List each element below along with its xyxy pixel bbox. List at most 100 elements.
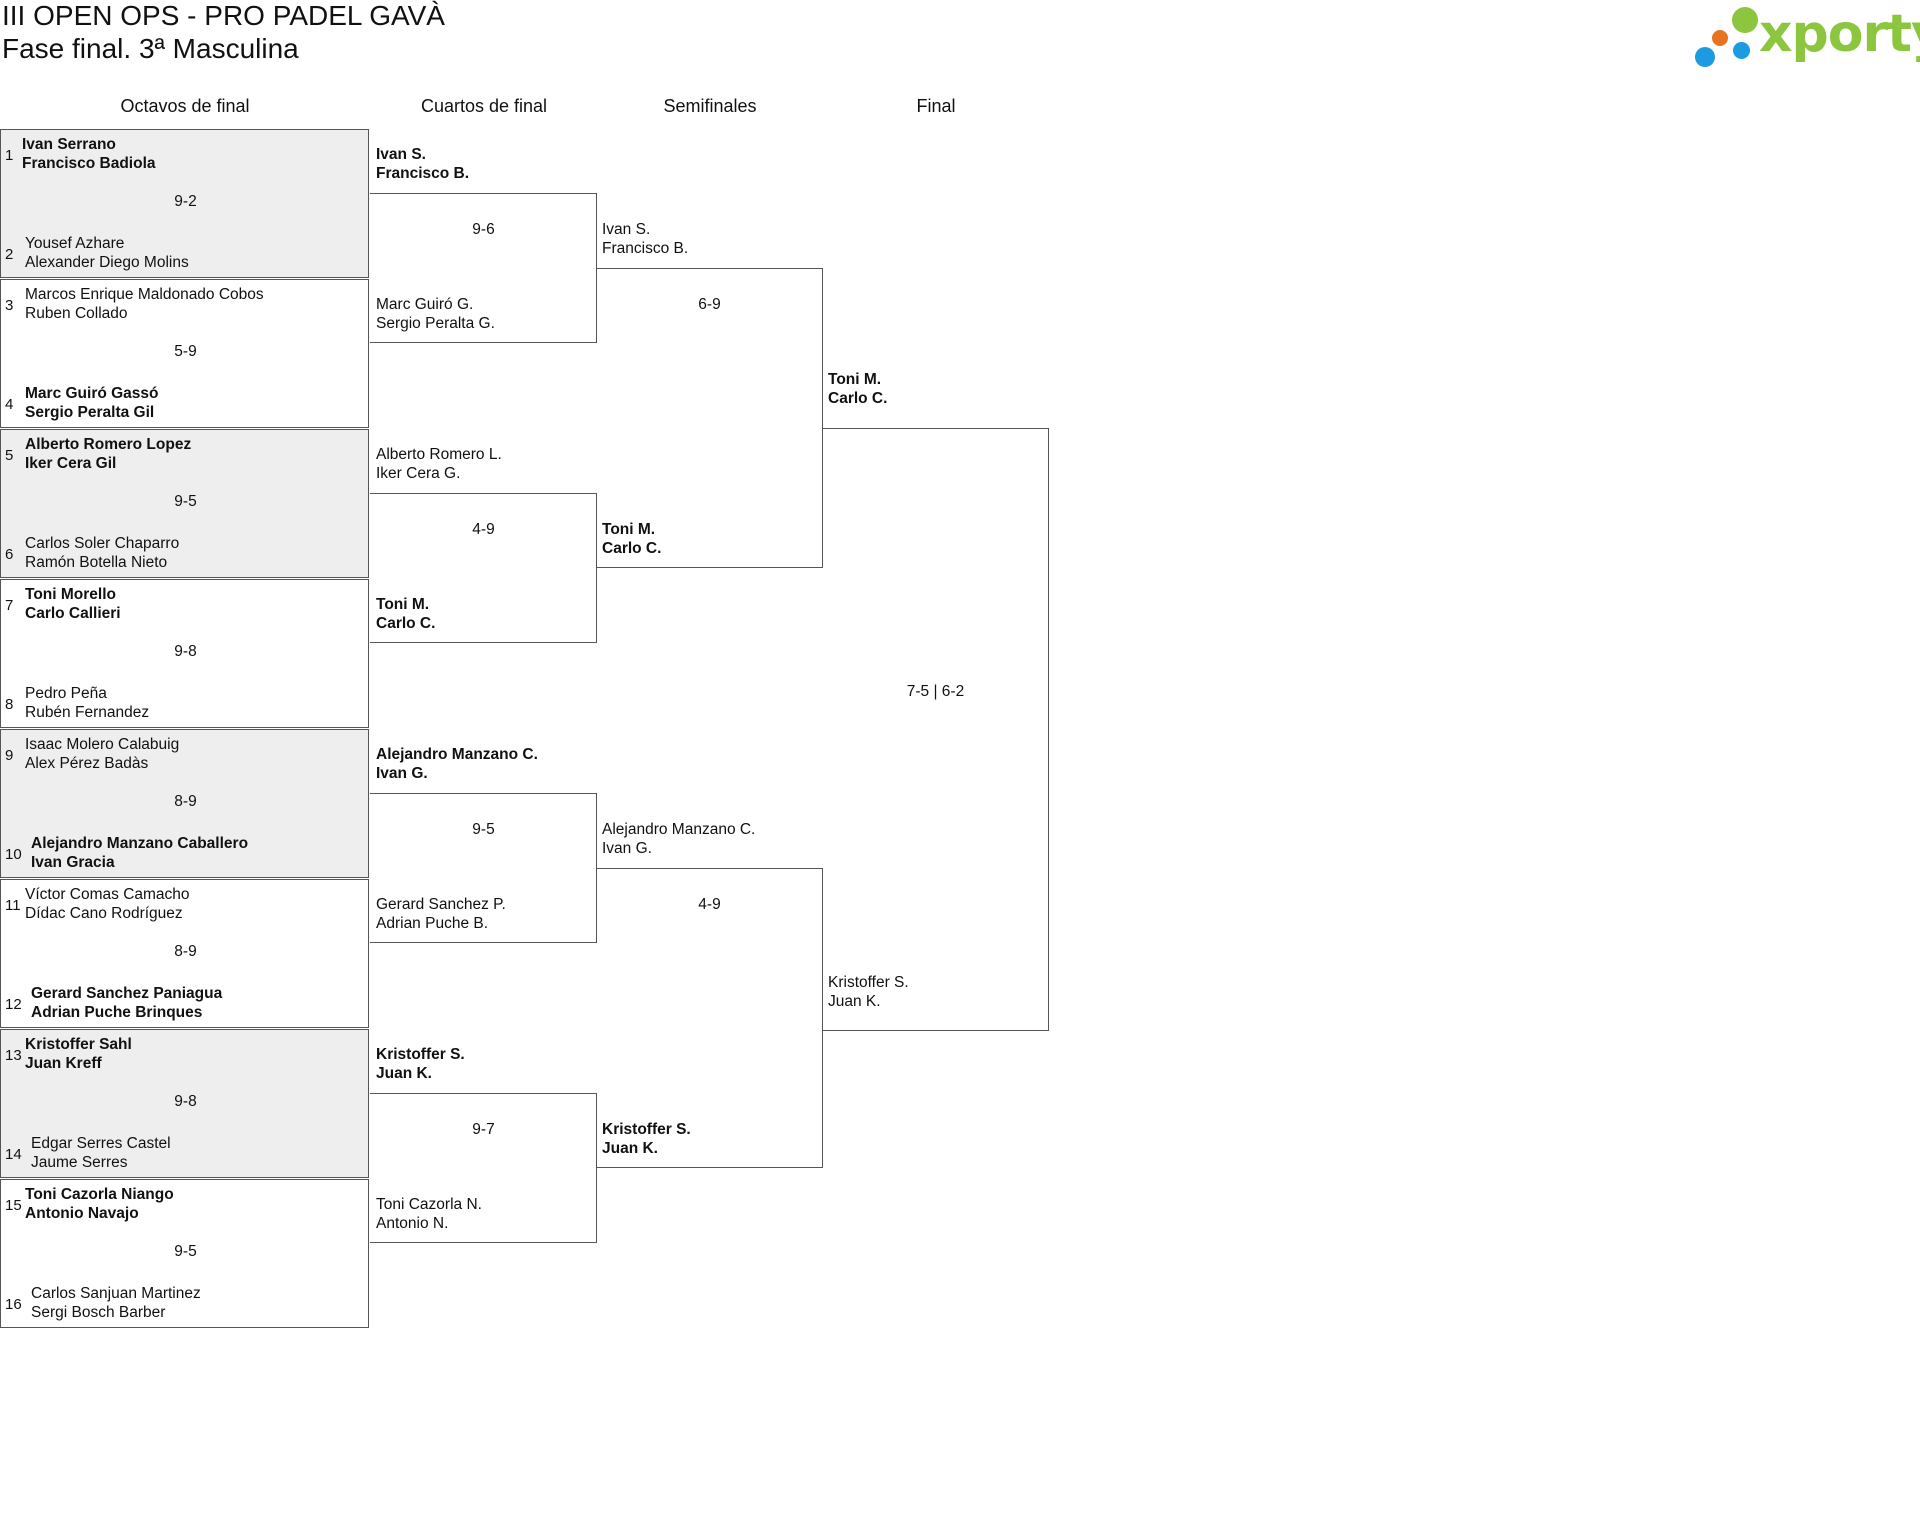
- player-name: Iker Cera G.: [376, 465, 461, 482]
- final-team-top: Toni M. Carlo C.: [828, 370, 887, 408]
- match-score: 8-9: [174, 943, 197, 960]
- player-name: Francisco B.: [376, 165, 470, 182]
- xporty-logo: xporty: [1695, 2, 1920, 72]
- seed-number: 14: [5, 1146, 22, 1163]
- page-subtitle: Fase final. 3ª Masculina: [2, 33, 299, 64]
- final-team-bottom: Kristoffer S.Juan K.: [828, 973, 909, 1011]
- cuartos-bracket-2: [370, 493, 597, 643]
- seed-number: 5: [5, 447, 14, 464]
- logo-orange-dot: [1712, 30, 1728, 46]
- player-name: Juan Kreff: [25, 1055, 102, 1072]
- seed-number: 3: [5, 297, 14, 314]
- player-name: Antonio Navajo: [25, 1205, 139, 1222]
- match-score: 8-9: [174, 793, 197, 810]
- player-name: Sergio Peralta G.: [376, 315, 495, 332]
- page-title: III OPEN OPS - PRO PADEL GAVÀ: [2, 0, 445, 31]
- player-name: Kristoffer S.: [602, 1121, 691, 1138]
- logo-blue-dot-small: [1733, 42, 1750, 59]
- cuartos-score: 4-9: [472, 521, 495, 538]
- player-name: Ivan Gracia: [31, 854, 115, 871]
- seed-number: 8: [5, 696, 14, 713]
- cuartos-team-top: Alejandro Manzano C.Ivan G.: [376, 745, 538, 783]
- cuartos-score: 9-6: [472, 221, 495, 238]
- seed-number: 15: [5, 1197, 22, 1214]
- player-name: Carlos Sanjuan Martinez: [31, 1285, 201, 1302]
- player-name: Marc Guiró G.: [376, 296, 474, 313]
- match-score: 9-5: [174, 493, 197, 510]
- seed-number: 1: [5, 147, 14, 164]
- player-name: Yousef Azhare: [25, 235, 125, 252]
- cuartos-team-top: Ivan S.Francisco B.: [376, 145, 469, 183]
- player-name: Kristoffer Sahl: [25, 1036, 132, 1053]
- seed-number: 13: [5, 1047, 22, 1064]
- player-name: Isaac Molero Calabuig: [25, 736, 180, 753]
- semis-bracket-1: [596, 268, 823, 568]
- match-score: 5-9: [174, 343, 197, 360]
- player-name: Toni Cazorla N.: [376, 1196, 482, 1213]
- cuartos-score: 9-7: [472, 1121, 495, 1138]
- seed-number: 10: [5, 846, 22, 863]
- seed-number: 11: [5, 897, 21, 914]
- player-name: Carlo C.: [602, 540, 662, 557]
- seed-number: 2: [5, 246, 14, 263]
- player-name: Ivan G.: [376, 765, 428, 782]
- player-name: Juan K.: [602, 1140, 658, 1157]
- player-name: Ramón Botella Nieto: [25, 554, 168, 571]
- cuartos-team-top: Kristoffer S.Juan K.: [376, 1045, 465, 1083]
- player-name: Francisco Badiola: [22, 155, 156, 172]
- player-name: Alberto Romero L.: [376, 446, 502, 463]
- seed-number: 7: [5, 597, 14, 614]
- player-name: Gerard Sanchez P.: [376, 896, 506, 913]
- final-score: 7-5 | 6-2: [906, 683, 965, 700]
- player-name: Gerard Sanchez Paniagua: [31, 985, 223, 1002]
- match-score: 9-5: [174, 1243, 197, 1260]
- player-name: Carlo C.: [376, 615, 436, 632]
- player-name: Toni M.: [828, 371, 882, 388]
- semis-team-bottom: Toni M.Carlo C.: [602, 520, 661, 558]
- seed-number: 6: [5, 546, 14, 563]
- semis-score: 4-9: [698, 896, 721, 913]
- player-name: Iker Cera Gil: [25, 455, 117, 472]
- cuartos-score: 9-5: [472, 821, 495, 838]
- player-name: Alejandro Manzano C.: [602, 821, 756, 838]
- player-name: Toni M.: [376, 596, 430, 613]
- player-name: Carlo Callieri: [25, 605, 121, 622]
- player-name: Rubén Fernandez: [25, 704, 150, 721]
- semis-team-bottom: Kristoffer S. Juan K.: [602, 1120, 691, 1158]
- player-name: Sergio Peralta Gil: [25, 404, 155, 421]
- semis-team-top: Ivan S.Francisco B.: [602, 220, 688, 258]
- round-header-octavos: Octavos de final: [120, 96, 250, 116]
- seed-number: 9: [5, 747, 14, 764]
- player-name: Alejandro Manzano Caballero: [31, 835, 249, 852]
- match-score: 9-8: [174, 643, 197, 660]
- cuartos-bracket-4: [370, 1093, 597, 1243]
- player-name: Juan K.: [376, 1065, 432, 1082]
- cuartos-team-bottom: Gerard Sanchez P.Adrian Puche B.: [376, 895, 506, 933]
- player-name: Toni Morello: [25, 586, 116, 603]
- semis-bracket-2: [596, 868, 823, 1168]
- player-name: Edgar Serres Castel: [31, 1135, 171, 1152]
- player-name: Antonio N.: [376, 1215, 449, 1232]
- logo-blue-dot: [1695, 47, 1715, 67]
- player-name: Carlo C.: [828, 390, 888, 407]
- player-name: Francisco B.: [602, 240, 689, 257]
- seed-number: 16: [5, 1296, 22, 1313]
- semis-score: 6-9: [698, 296, 721, 313]
- player-name: Víctor Comas Camacho: [25, 886, 190, 903]
- player-name: Adrian Puche Brinques: [31, 1004, 203, 1021]
